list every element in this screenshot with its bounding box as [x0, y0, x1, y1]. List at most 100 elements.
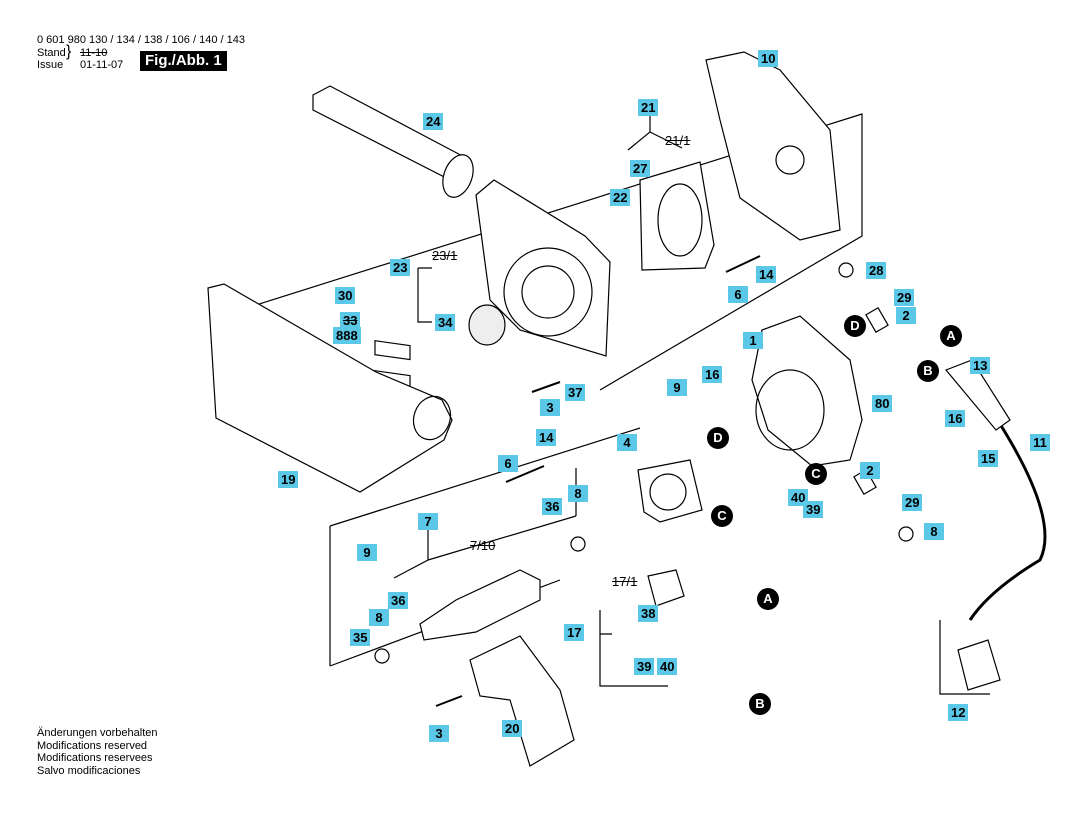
part-callout-1: 1 — [743, 332, 763, 349]
part-callout-8-upper: 8 — [568, 485, 588, 502]
main-housing — [751, 315, 863, 467]
part-callout-24: 24 — [423, 113, 444, 130]
part-callout-13: 13 — [970, 357, 991, 374]
bracket-21 — [627, 116, 683, 151]
footer-line-en: Modifications reserved — [37, 739, 148, 752]
cap-28 — [838, 262, 854, 278]
power-cable — [968, 423, 1047, 621]
connector-a-lower: A — [757, 588, 779, 610]
part-callout-29-lower: 29 — [902, 494, 923, 511]
screw-6a — [725, 255, 761, 273]
part-callout-19: 19 — [278, 471, 299, 488]
part-callout-40-lower: 40 — [657, 658, 678, 675]
part-callout-39-lower: 39 — [634, 658, 655, 675]
screw-3a — [531, 381, 561, 393]
part-callout-3-lower: 3 — [429, 725, 449, 742]
part-callout-27: 27 — [630, 160, 651, 177]
part-callout-8-lower: 8 — [369, 609, 389, 626]
part-callout-80: 80 — [872, 395, 893, 412]
part-callout-12: 12 — [948, 704, 969, 721]
connector-d-upper: D — [844, 315, 866, 337]
part-callout-16-left: 16 — [702, 366, 723, 383]
part-callout-888: 888 — [333, 327, 361, 344]
part-callout-7: 7 — [418, 513, 438, 530]
part-callout-16-right: 16 — [945, 410, 966, 427]
part-callout-39-upper: 39 — [803, 501, 824, 518]
part-callout-3-upper: 3 — [540, 399, 560, 416]
part-callout-9-lower: 9 — [357, 544, 377, 561]
sticker-30 — [374, 340, 411, 361]
field-coil — [637, 459, 703, 523]
part-callout-17: 17 — [564, 624, 585, 641]
connector-c-upper: C — [805, 463, 827, 485]
bracket-23 — [417, 267, 432, 323]
dust-bag — [207, 283, 453, 493]
filter-screen — [468, 304, 506, 346]
nozzle-part — [312, 85, 474, 198]
part-callout-30: 30 — [335, 287, 356, 304]
part-callout-6-upper: 6 — [728, 286, 748, 303]
part-callout-36-upper: 36 — [542, 498, 563, 515]
part-callout-10: 10 — [758, 50, 779, 67]
connector-b-upper: B — [917, 360, 939, 382]
screw-6b — [505, 465, 545, 483]
part-callout-14-upper: 14 — [756, 266, 777, 283]
part-callout-2-lower: 2 — [860, 462, 880, 479]
part-callout-29-upper: 29 — [894, 289, 915, 306]
screw-3b — [435, 695, 463, 707]
part-label-23-1: 23/1 — [432, 248, 458, 263]
part-callout-11: 11 — [1030, 434, 1050, 451]
part-callout-38: 38 — [638, 605, 659, 622]
stand-value: 11-10 — [80, 47, 108, 59]
part-callout-21: 21 — [638, 99, 659, 116]
part-label-17-1: 17/1 — [612, 574, 638, 589]
issue-label: Issue — [37, 59, 64, 71]
part-callout-15: 15 — [978, 450, 999, 467]
part-callout-20: 20 — [502, 720, 523, 737]
bearing-8b — [374, 648, 390, 664]
connector-d-lower: D — [707, 427, 729, 449]
strain-relief — [945, 359, 1011, 431]
brush-holder-upper — [865, 307, 889, 333]
part-label-7-10: 7/10 — [470, 538, 496, 553]
handle-half — [469, 635, 575, 767]
part-callout-34: 34 — [435, 314, 456, 331]
blower-housing-half — [475, 179, 611, 357]
part-callout-14-lower: 14 — [536, 429, 557, 446]
footer-line-de: Änderungen vorbehalten — [37, 727, 158, 739]
part-callout-2-upper: 2 — [896, 307, 916, 324]
figure-label: Fig./Abb. 1 — [140, 51, 227, 71]
part-callout-22: 22 — [610, 189, 631, 206]
power-plug — [957, 639, 1001, 691]
connector-c-lower: C — [711, 505, 733, 527]
modifications-notice: Änderungen vorbehalten Modifications res… — [37, 727, 157, 777]
part-callout-37: 37 — [565, 384, 586, 401]
connector-a-upper: A — [940, 325, 962, 347]
part-callout-36-lower: 36 — [388, 592, 409, 609]
part-callout-9-upper: 9 — [667, 379, 687, 396]
footer-line-fr: Modifications reservees — [37, 752, 153, 764]
impeller-fan — [639, 161, 715, 271]
bearing-8a — [570, 536, 586, 552]
part-label-21-1: 21/1 — [665, 133, 691, 148]
part-numbers: 0 601 980 130 / 134 / 138 / 106 / 140 / … — [37, 34, 245, 46]
part-callout-33: 33 — [340, 312, 361, 329]
brace-icon: } — [66, 43, 72, 60]
part-callout-8-right: 8 — [924, 523, 944, 540]
issue-value: 01-11-07 — [80, 59, 124, 71]
stand-label: Stand — [37, 47, 66, 59]
cover-plate — [705, 51, 841, 241]
bearing-8c — [898, 526, 914, 542]
switch-block — [647, 569, 685, 607]
bracket-12 — [939, 620, 990, 695]
connector-b-lower: B — [749, 693, 771, 715]
armature — [419, 569, 541, 641]
part-callout-6-lower: 6 — [498, 455, 518, 472]
bracket-17 — [599, 610, 668, 687]
part-callout-23: 23 — [390, 259, 411, 276]
part-callout-4: 4 — [617, 434, 637, 451]
part-callout-35: 35 — [350, 629, 371, 646]
part-callout-28: 28 — [866, 262, 887, 279]
footer-line-es: Salvo modificaciones — [37, 764, 141, 777]
